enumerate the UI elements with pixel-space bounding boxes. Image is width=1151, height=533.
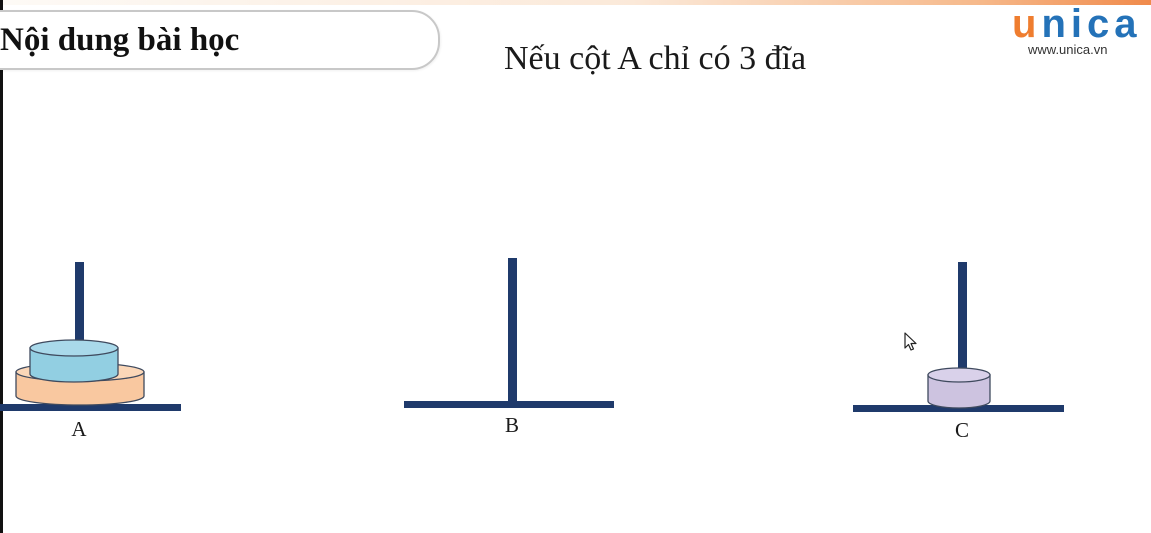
- disk-medium-blue: [29, 339, 119, 383]
- peg-label-c: C: [954, 418, 969, 442]
- top-accent-bar: [0, 0, 1151, 5]
- logo-letter-u: u: [1012, 2, 1042, 46]
- peg-b-base: [404, 401, 614, 408]
- peg-label-b: B: [504, 413, 519, 437]
- unica-logo: unica: [1012, 2, 1141, 46]
- section-title: Nội dung bài học: [0, 22, 240, 58]
- peg-a-base: [0, 404, 181, 411]
- mouse-pointer-icon: [904, 332, 917, 351]
- peg-a: [0, 262, 181, 411]
- left-edge-border: [0, 0, 3, 533]
- logo-letters-nica: nica: [1041, 2, 1142, 46]
- section-title-pill: [0, 10, 440, 70]
- peg-a-pole: [75, 262, 84, 408]
- peg-b-pole: [508, 258, 517, 405]
- brand-url: www.unica.vn: [1028, 42, 1108, 57]
- slide-heading: Nếu cột A chỉ có 3 đĩa: [504, 40, 807, 77]
- peg-label-a: A: [71, 417, 87, 441]
- peg-c: [853, 262, 1064, 412]
- peg-c-pole: [958, 262, 967, 408]
- disk-small-purple: [927, 367, 991, 409]
- peg-b: [404, 258, 614, 408]
